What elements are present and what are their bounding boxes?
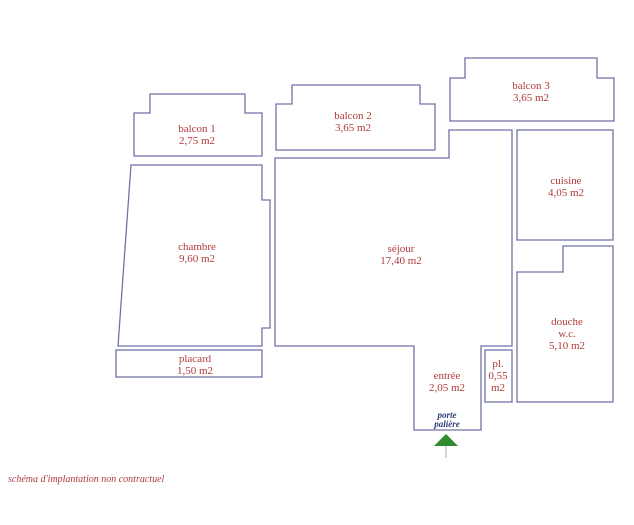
room-area: 2,05 m2: [428, 382, 466, 394]
room-name: douche: [551, 316, 583, 328]
wall-chambre: [117, 164, 271, 347]
room-name: balcon 2: [334, 110, 372, 122]
room-area: 2,75 m2: [178, 135, 216, 147]
wall-placard: [115, 349, 263, 378]
room-chambre: chambre 9,60 m2: [178, 241, 216, 265]
room-name: chambre: [178, 241, 216, 253]
wall-balcon-3: [449, 57, 615, 122]
wall-sejour-entree: [274, 129, 513, 431]
room-area-unit: m2: [490, 382, 506, 394]
room-name: cuisine: [550, 175, 582, 187]
room-name: pl.: [492, 358, 504, 370]
room-placard-2: pl. 0,55 m2: [488, 358, 507, 394]
wall-balcon-2: [275, 84, 436, 151]
door-label-line-1: porte: [437, 410, 457, 420]
wall-balcon-1: [133, 93, 263, 157]
room-name-2: w.c.: [558, 328, 576, 340]
room-sejour: séjour 17,40 m2: [380, 243, 422, 267]
wall-placard-2: [484, 349, 513, 403]
room-area: 3,65 m2: [512, 92, 550, 104]
room-balcon-1: balcon 1 2,75 m2: [178, 123, 216, 147]
room-name: séjour: [387, 243, 415, 255]
room-area-value: 0,55: [488, 370, 508, 382]
room-name: placard: [178, 353, 212, 365]
room-entree: entrée 2,05 m2: [429, 370, 465, 394]
room-area: 9,60 m2: [178, 253, 216, 265]
room-area: 1,50 m2: [176, 365, 214, 377]
room-area: 3,65 m2: [334, 122, 372, 134]
room-name: entrée: [433, 370, 461, 382]
room-douche-wc: douche w.c. 5,10 m2: [549, 316, 585, 352]
room-area: 4,05 m2: [547, 187, 585, 199]
door-label-porte-paliere: porte palière: [434, 411, 460, 429]
wall-cuisine: [516, 129, 614, 241]
room-cuisine: cuisine 4,05 m2: [548, 175, 584, 199]
entrance-arrow-icon: [434, 434, 458, 446]
door-label-line-2: palière: [434, 419, 460, 429]
room-balcon-3: balcon 3 3,65 m2: [512, 80, 550, 104]
room-name: balcon 3: [512, 80, 550, 92]
wall-douche: [516, 245, 614, 403]
room-balcon-2: balcon 2 3,65 m2: [334, 110, 372, 134]
room-area: 5,10 m2: [548, 340, 586, 352]
disclaimer-caption: schéma d'implantation non contractuel: [8, 474, 165, 485]
room-area: 17,40 m2: [380, 255, 422, 267]
room-placard: placard 1,50 m2: [177, 353, 213, 377]
room-name: balcon 1: [178, 123, 216, 135]
